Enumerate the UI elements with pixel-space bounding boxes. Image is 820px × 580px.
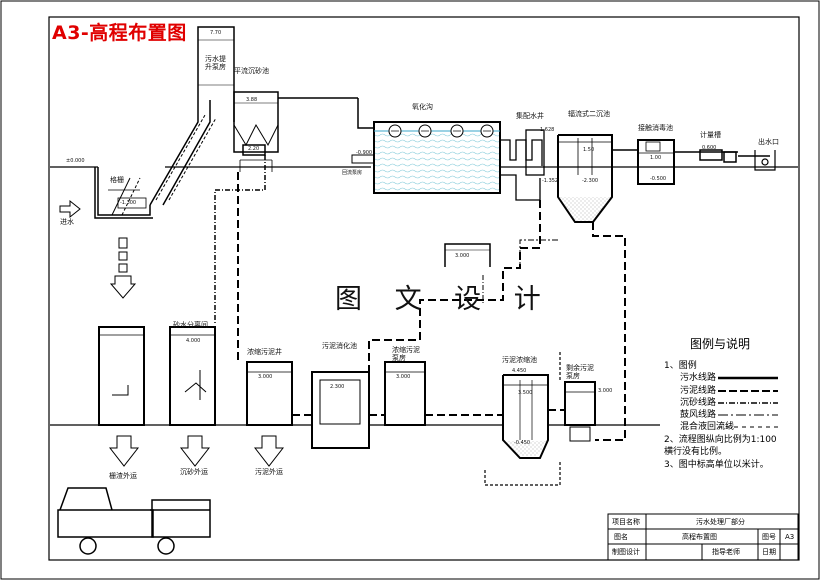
tb-project-label: 项目名称 — [612, 518, 640, 526]
elev-grit-top: 3.88 — [246, 97, 258, 103]
screenings-drop-arrow — [109, 237, 137, 299]
elev-contact-bottom: -0.500 — [650, 176, 667, 182]
label-grit-chamber: 平流沉砂池 — [234, 67, 269, 75]
title-block-grid — [607, 513, 799, 561]
elev-well-mid: 3.000 — [455, 253, 470, 259]
elev-ground: ±0.000 — [66, 158, 85, 164]
label-sludge-thickener: 污泥浓缩池 — [502, 356, 537, 364]
elev-clarifier-bottom: -2.300 — [582, 178, 599, 184]
label-sludge-pump-house: 浓缩污泥泵房 — [392, 346, 420, 362]
sludge-lines — [237, 172, 626, 441]
elev-clarifier-top: 1.50 — [583, 147, 595, 153]
label-lift-pump-house: 污水提升泵房 — [205, 55, 226, 71]
out-arrows — [108, 435, 285, 467]
tb-project-value: 污水处理厂部分 — [696, 518, 745, 526]
label-grit-out: 沉砂外运 — [180, 468, 208, 476]
label-sand-water-separator: 砂水分离间 — [173, 321, 208, 329]
label-return-pump-house: 回流泵房 — [342, 170, 363, 176]
label-screenings-out: 栅渣外运 — [109, 472, 137, 480]
drawing-title: A3-高程布置图 — [52, 22, 187, 44]
screen-bottom-box — [117, 197, 147, 209]
sludge-digester — [311, 371, 370, 449]
label-sludge-digester: 污泥消化池 — [322, 342, 357, 350]
clarifier-sludge — [560, 197, 612, 221]
elev-dist-well: 1.628 — [540, 127, 555, 133]
legend-item-sewage: 污水线路 — [680, 373, 717, 383]
sludge-pump-house — [384, 361, 426, 426]
legend-item-sludge: 污泥线路 — [680, 386, 717, 396]
ox-left-step — [351, 154, 375, 164]
watermark-stamp: 图 文 设 计 — [335, 284, 553, 315]
elev-lift-top: 7.70 — [210, 30, 222, 36]
legend-title: 图例与说明 — [690, 337, 751, 351]
legend-item-air: 鼓风线路 — [680, 410, 717, 420]
screenings-well — [98, 326, 145, 426]
elev-screen-bottom: -1.300 — [120, 200, 137, 206]
elev-ox-left: -0.900 — [356, 150, 373, 156]
elev-sep-top: 4.000 — [186, 338, 201, 344]
legend-item-grit: 沉砂线路 — [680, 398, 717, 408]
tb-drawing-value: 高程布置图 — [682, 533, 717, 541]
label-sludge-out: 污泥外运 — [255, 468, 283, 476]
truck-illustration — [57, 487, 211, 555]
tb-designer-label: 制图设计 — [612, 548, 640, 556]
sheet-border-inner — [48, 16, 800, 561]
label-outlet: 出水口 — [758, 138, 779, 146]
contact-tank — [637, 139, 675, 185]
elev-excess-pump: 3.000 — [598, 388, 613, 394]
lift-pump-house — [149, 26, 235, 206]
elev-conc-well: 3.000 — [258, 374, 273, 380]
metering-tank — [674, 149, 770, 163]
elev-dist-well-b: -1.352 — [542, 178, 559, 184]
legend-note-scale: 2、流程图纵向比例为1:100 — [664, 435, 777, 445]
label-metering-tank: 计量槽 — [700, 131, 721, 139]
tb-date-label: 日期 — [762, 548, 776, 556]
grit-to-ox-pipe-drop — [357, 98, 375, 129]
tb-sheet-label: 图号 — [762, 533, 776, 541]
label-excess-sludge-pump-house: 剩余污泥泵房 — [566, 364, 594, 380]
elev-sludge-pump: 3.000 — [396, 374, 411, 380]
label-inlet: 进水 — [60, 218, 74, 226]
tb-sheet-value: A3 — [785, 533, 795, 541]
grit-line — [214, 155, 266, 325]
tb-drawing-label: 图名 — [614, 533, 628, 541]
elev-contact-top: 1.00 — [650, 155, 662, 161]
legend-note-scale-2: 横行没有比例。 — [664, 447, 728, 457]
outlet-structure — [754, 150, 776, 171]
distribution-well — [500, 129, 545, 201]
legend-line-samples — [718, 376, 778, 428]
legend-note-units: 3、图中标高单位以米计。 — [664, 460, 769, 470]
grit-chamber — [233, 91, 279, 172]
thickener-sludge — [505, 441, 546, 456]
elev-digester: 2.300 — [330, 384, 345, 390]
oxidation-ditch-water — [374, 131, 500, 193]
inlet-arrow — [59, 199, 81, 219]
tb-advisor-label: 指导老师 — [712, 548, 740, 556]
excess-sludge-pump-house — [564, 381, 596, 442]
legend-item-mixed: 混合液回流线 — [680, 422, 735, 432]
concentrated-sludge-well — [246, 361, 293, 426]
mid-tank — [444, 243, 491, 267]
screen-bar — [111, 177, 141, 216]
elev-metering: 0.600 — [702, 145, 717, 151]
lift-inner-dashed — [155, 114, 217, 201]
label-concentrated-sludge-well: 浓缩污泥井 — [247, 348, 282, 356]
elev-grit-bottom: 2.20 — [248, 146, 260, 152]
label-contact-tank: 接触消毒池 — [638, 124, 673, 132]
elev-thickener-mid: 3.500 — [518, 390, 533, 396]
label-aeration-tank: 氧化沟 — [412, 103, 433, 111]
elev-thickener-bottom: -0.450 — [514, 440, 531, 446]
label-distribution-well: 集配水井 — [516, 112, 544, 120]
sludge-lines-thin — [484, 352, 561, 486]
mixed-liquor-return — [519, 239, 560, 268]
label-screen: 格栅 — [110, 176, 124, 184]
sludge-thickener — [502, 374, 549, 459]
legend-heading: 1、图例 — [664, 361, 697, 371]
elev-thickener-top: 4.450 — [512, 368, 527, 374]
label-secondary-clarifier: 辐流式二沉池 — [568, 110, 610, 118]
